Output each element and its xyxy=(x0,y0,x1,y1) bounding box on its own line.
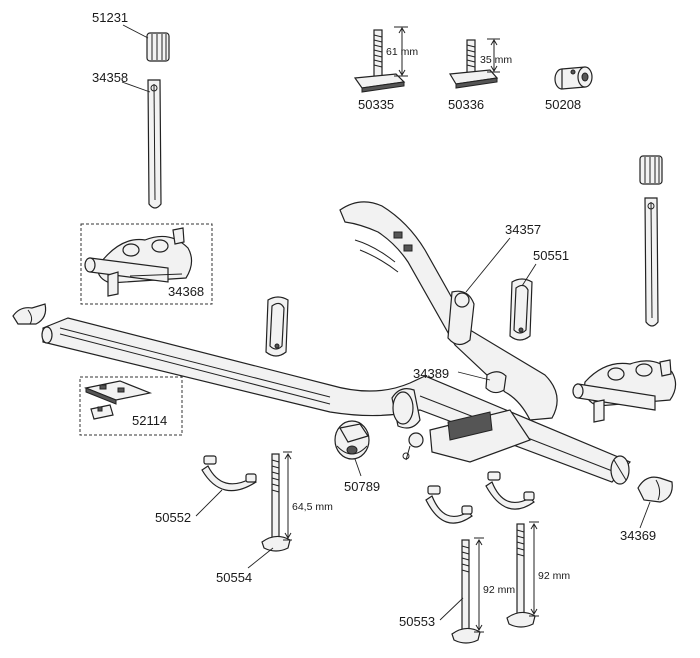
part-34389-ring xyxy=(485,371,507,394)
label-34368: 34368 xyxy=(168,284,204,299)
dim-92mm-a: 92 mm xyxy=(483,584,515,596)
label-34389: 34389 xyxy=(413,366,449,381)
label-34357: 34357 xyxy=(505,222,541,237)
dim-64-5mm: 64,5 mm xyxy=(292,501,333,513)
part-50553-bracket-a xyxy=(425,485,473,524)
label-50552: 50552 xyxy=(155,510,191,525)
part-34368-wheel-holder xyxy=(84,227,193,297)
label-50336: 50336 xyxy=(448,97,484,112)
label-50208: 50208 xyxy=(545,97,581,112)
part-50554-bolt xyxy=(261,451,292,552)
part-34357-frame-holder xyxy=(339,201,558,421)
part-34358-rod xyxy=(147,79,162,209)
part-main-rail xyxy=(41,317,632,485)
label-50789: 50789 xyxy=(344,479,380,494)
part-50552-bracket xyxy=(201,455,257,492)
part-34369-end-clip xyxy=(637,476,673,503)
label-51231: 51231 xyxy=(92,10,128,25)
part-clamp-assembly xyxy=(391,388,531,463)
part-51231-knob xyxy=(146,32,170,62)
part-rod-right xyxy=(639,155,663,327)
dim-61mm: 61 mm xyxy=(386,46,418,58)
dim-35mm: 35 mm xyxy=(480,54,512,66)
part-52114-plate xyxy=(83,380,153,420)
part-50336-t-bolt xyxy=(448,38,500,89)
label-34358: 34358 xyxy=(92,70,128,85)
label-50554: 50554 xyxy=(216,570,252,585)
label-52114: 52114 xyxy=(132,413,167,428)
part-end-clip-left xyxy=(12,303,47,325)
group-34368-box xyxy=(80,223,213,305)
part-50553-bracket-b xyxy=(485,471,535,510)
dim-92mm-b: 92 mm xyxy=(538,570,570,582)
part-50208-nut xyxy=(554,66,593,90)
part-50335-t-bolt xyxy=(353,26,408,93)
part-pad-center xyxy=(265,296,289,357)
label-50551: 50551 xyxy=(533,248,569,263)
part-50553-bolt-a xyxy=(451,537,484,644)
part-50551-pad xyxy=(509,278,533,341)
label-50335: 50335 xyxy=(358,97,394,112)
part-50553-bolt-b xyxy=(506,521,539,628)
group-52114-box xyxy=(79,376,183,436)
part-50789-knob xyxy=(334,420,370,460)
label-50553: 50553 xyxy=(399,614,435,629)
label-34369: 34369 xyxy=(620,528,656,543)
part-wheel-holder-right xyxy=(572,359,677,423)
